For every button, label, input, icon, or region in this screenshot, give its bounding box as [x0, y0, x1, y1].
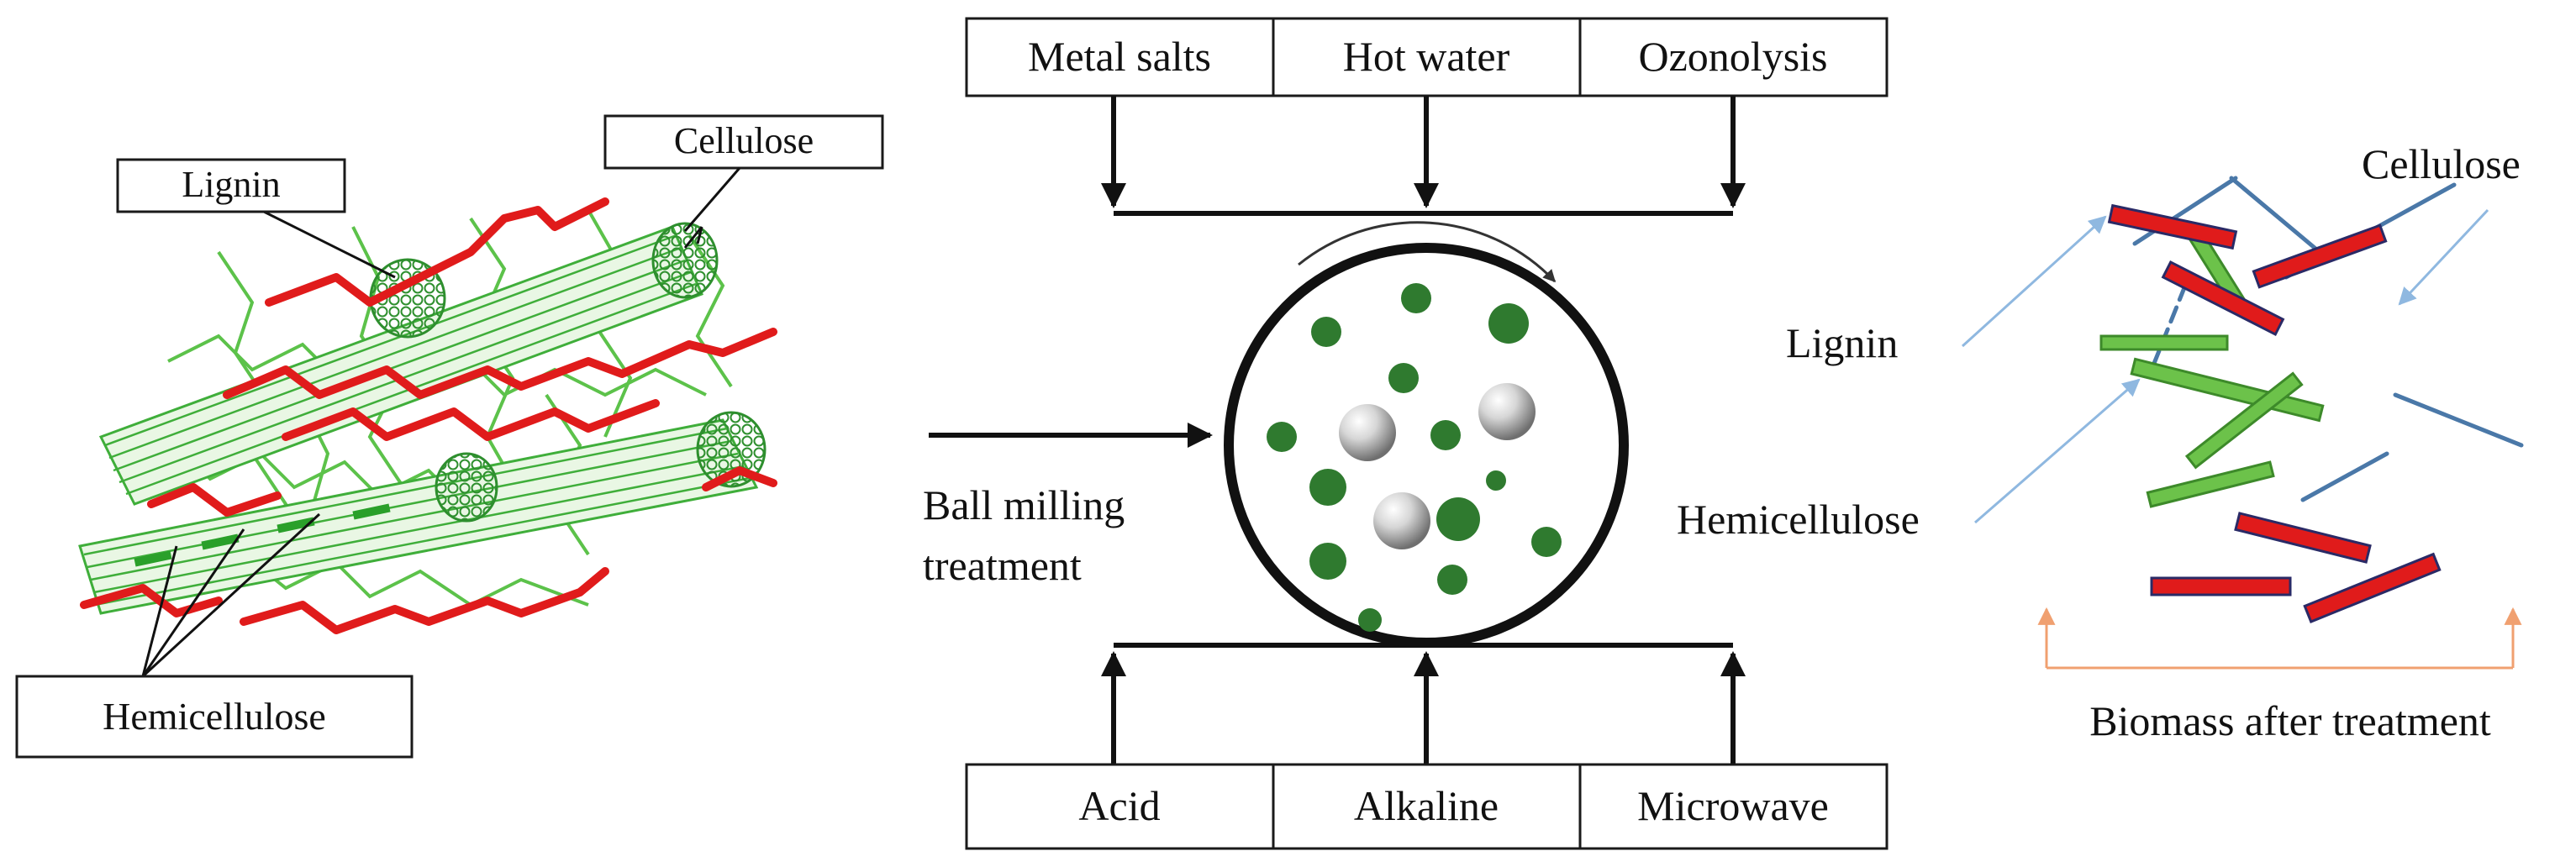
- lignin-chains: [80, 197, 777, 634]
- bottom-treatment-boxes: Acid Alkaline Microwave: [965, 763, 1889, 850]
- hemicellulose-bars: [2099, 230, 2325, 508]
- biomass-particles: [1267, 283, 1562, 632]
- acid-box: Acid: [965, 763, 1275, 850]
- ball-mill-jar: [1224, 221, 1629, 648]
- ball-milling-label-line1: Ball milling: [923, 481, 1125, 528]
- lignin-bars: [2107, 203, 2442, 623]
- hot-water-label: Hot water: [1343, 33, 1510, 80]
- milling-balls: [1339, 383, 1536, 549]
- ball-milling-label-line2: treatment: [923, 542, 1082, 589]
- pointer-arrows: [1961, 208, 2489, 524]
- label-lignin-left: Lignin: [116, 158, 346, 213]
- label-hemicellulose-left: Hemicellulose: [15, 675, 414, 759]
- cellulose-leader-line: [683, 167, 741, 232]
- microwave-label: Microwave: [1637, 782, 1829, 829]
- hot-water-box: Hot water: [1272, 17, 1582, 97]
- cellulose-bundle-lower: [78, 411, 766, 615]
- left-leader-lines: [141, 208, 703, 678]
- top-treatment-boxes: Metal salts Hot water Ozonolysis: [965, 17, 1889, 97]
- label-hemicellulose-right: Hemicellulose: [1677, 496, 1920, 543]
- top-arrows: [1101, 96, 1746, 216]
- ball-milling-process: Metal salts Hot water Ozonolysis: [923, 17, 1889, 850]
- microwave-box: Microwave: [1578, 763, 1889, 850]
- label-cellulose-left: Cellulose: [603, 114, 884, 170]
- ozonolysis-label: Ozonolysis: [1639, 33, 1828, 80]
- bottom-arrows: [1101, 643, 1746, 765]
- label-lignin-text: Lignin: [182, 164, 280, 205]
- biomass-after-treatment-caption: Biomass after treatment: [2089, 697, 2491, 744]
- biomass-after-treatment-illustration: Cellulose Lignin Hemicellulose Biomass a…: [1677, 140, 2524, 744]
- metal-salts-label: Metal salts: [1028, 33, 1211, 80]
- lignocellulose-structure-illustration: Lignin Cellulose Hemicellulose: [15, 114, 884, 759]
- rotation-arrow: [1298, 221, 1557, 283]
- alkaline-box: Alkaline: [1272, 763, 1582, 850]
- cellulose-bundle-upper: [98, 222, 719, 506]
- label-lignin-right: Lignin: [1786, 319, 1898, 366]
- acid-label: Acid: [1078, 782, 1160, 829]
- label-cellulose-text: Cellulose: [674, 120, 814, 161]
- label-hemicellulose-text: Hemicellulose: [103, 695, 326, 738]
- ozonolysis-box: Ozonolysis: [1578, 17, 1889, 97]
- metal-salts-box: Metal salts: [965, 17, 1275, 97]
- label-cellulose-right: Cellulose: [2362, 140, 2521, 187]
- alkaline-label: Alkaline: [1354, 782, 1499, 829]
- treatment-bracket: [2037, 607, 2522, 670]
